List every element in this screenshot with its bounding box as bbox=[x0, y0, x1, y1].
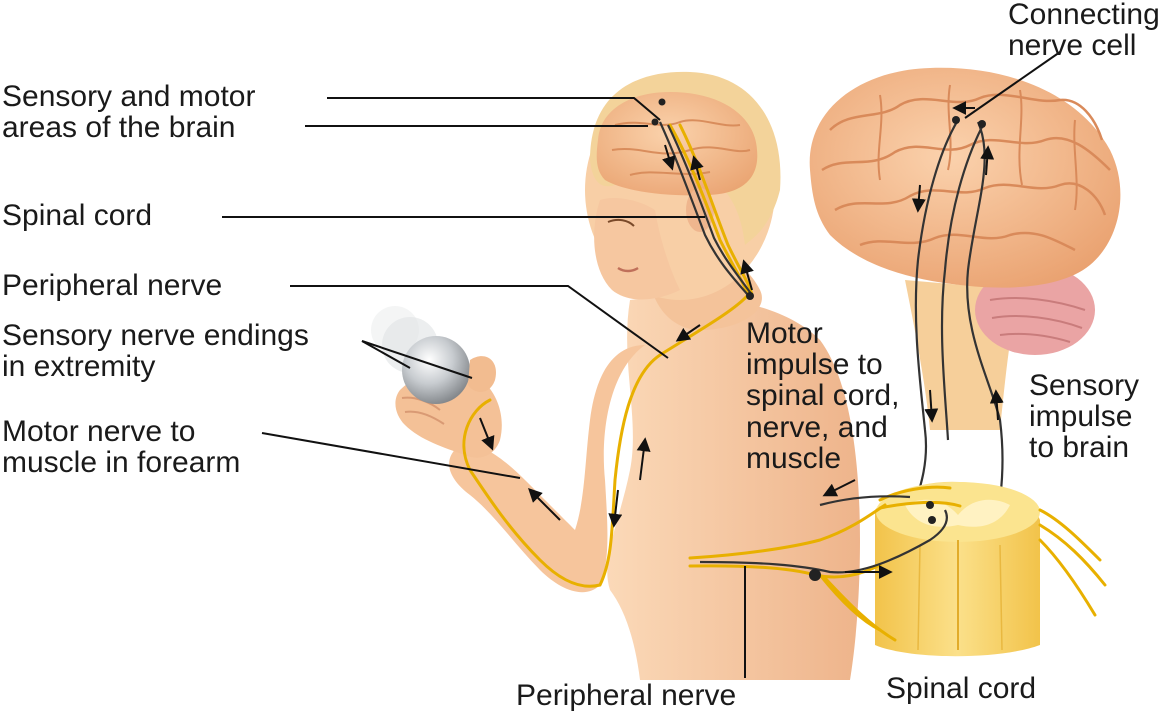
label-spinal-cord-bottom: Spinal cord bbox=[886, 672, 1036, 705]
text-labels: Sensory and motor areas of the brain Spi… bbox=[2, 0, 1168, 712]
arrow-icon bbox=[911, 184, 926, 213]
arrow-icon bbox=[924, 389, 939, 423]
label-sensory-motor-areas: Sensory and motor areas of the brain bbox=[2, 80, 264, 144]
arrow-icon bbox=[690, 155, 704, 181]
arrow-icon bbox=[989, 389, 1004, 421]
leader-lines bbox=[222, 51, 1061, 678]
arrow-icon bbox=[662, 144, 676, 171]
arm bbox=[449, 345, 645, 593]
face bbox=[594, 198, 680, 300]
arrow-icon bbox=[740, 259, 754, 291]
arrow-icon bbox=[608, 489, 623, 528]
cord-top bbox=[876, 482, 1040, 542]
label-peripheral-nerve-bottom: Peripheral nerve bbox=[516, 679, 736, 712]
ball bbox=[402, 336, 470, 404]
arrow-icon bbox=[479, 417, 495, 451]
label-peripheral-nerve-left: Peripheral nerve bbox=[2, 269, 222, 302]
arrow-icon bbox=[675, 324, 701, 342]
person-figure bbox=[371, 71, 860, 680]
label-motor-impulse: Motor impulse to spinal cord, nerve, and… bbox=[746, 317, 908, 475]
brain-pathways bbox=[908, 101, 1004, 521]
arrow-icon bbox=[822, 479, 856, 497]
label-sensory-impulse: Sensory impulse to brain bbox=[1029, 369, 1147, 464]
large-brain bbox=[809, 67, 1121, 430]
label-sensory-nerve-endings: Sensory nerve endings in extremity bbox=[2, 319, 317, 383]
cerebrum bbox=[809, 67, 1121, 288]
arrow-icon bbox=[980, 145, 995, 176]
label-motor-nerve-forearm: Motor nerve to muscle in forearm bbox=[2, 415, 240, 479]
spinal-cord-section bbox=[688, 479, 1107, 657]
arrow-icon bbox=[636, 437, 651, 481]
label-connecting-nerve-cell: Connecting nerve cell bbox=[1008, 0, 1168, 62]
torso bbox=[607, 296, 860, 680]
person-arrows bbox=[479, 144, 754, 528]
person-nerve-pathway bbox=[462, 98, 754, 588]
label-spinal-cord-left: Spinal cord bbox=[2, 199, 152, 232]
arrow-icon bbox=[528, 488, 561, 521]
